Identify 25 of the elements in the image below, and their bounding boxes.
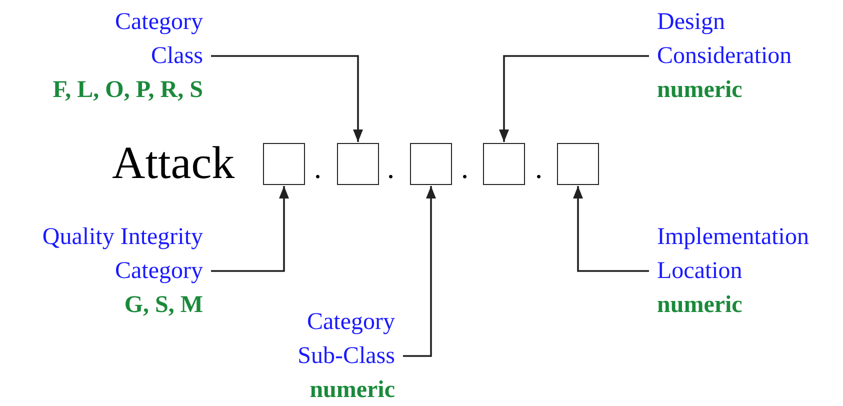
prefix-word: Attack [112,138,235,188]
separator-dot: . [387,151,394,187]
blank-field-box [483,143,525,185]
allowed-values-label: F, L, O, P, R, S [52,76,203,105]
field-name-label: Implementation Location [657,223,810,286]
allowed-values-label: numeric [308,376,395,405]
leader-arrow [403,186,436,357]
leader-arrow [572,186,649,272]
field-name-label: Quality Integrity Category [41,223,203,286]
separator-dot: . [461,151,468,187]
field-name-label: Category Sub-Class [296,308,395,371]
allowed-values-label: numeric [657,291,744,320]
allowed-values-label: G, S, M [123,291,203,320]
leader-arrow [211,55,364,142]
blank-field-box [557,143,599,185]
leader-arrow [211,186,290,272]
allowed-values-label: numeric [657,76,744,105]
blank-field-box [337,143,379,185]
separator-dot: . [314,151,322,187]
separator-dot: . [535,151,542,187]
blank-field-box [410,143,452,185]
blank-field-box [263,143,305,185]
leader-arrow [498,55,649,142]
field-name-label: Category Class [114,8,203,71]
field-name-label: Design Consideration [657,8,793,71]
